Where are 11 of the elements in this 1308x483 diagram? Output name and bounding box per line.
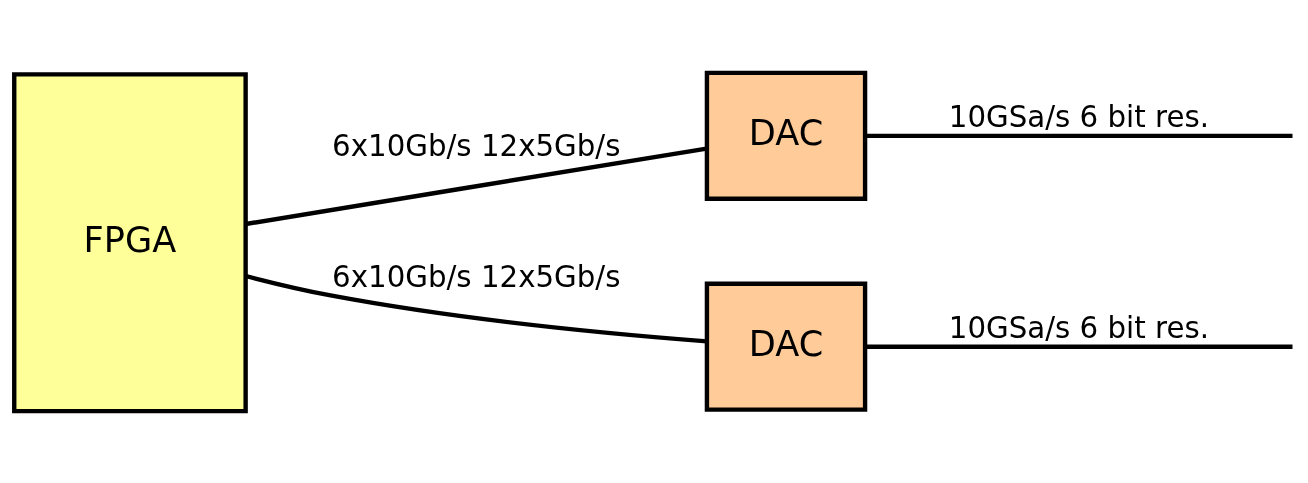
edge-label: 10GSa/s 6 bit res. [948,310,1209,345]
edge-label: 10GSa/s 6 bit res. [948,99,1209,134]
node-box: DAC [704,70,868,201]
edge-label: 6x10Gb/s 12x5Gb/s [332,128,621,163]
edge-label: 6x10Gb/s 12x5Gb/s [332,259,621,294]
connector [245,145,707,226]
node-box: FPGA [12,71,248,413]
connector [245,273,708,344]
connector [865,344,1293,349]
connector [865,133,1293,138]
node-box: DAC [704,281,868,412]
